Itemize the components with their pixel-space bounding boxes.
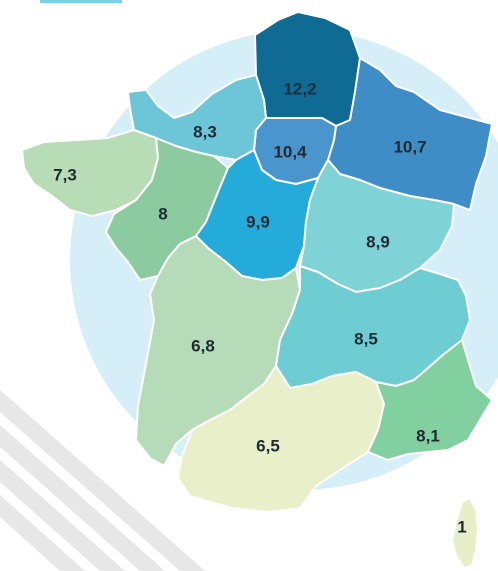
label-ile-de-france: 10,4 [273,142,307,161]
label-nouvelle-aquitaine: 6,8 [191,336,215,355]
label-centre-val-de-loire: 9,9 [246,212,270,231]
label-grand-est: 10,7 [393,137,426,156]
label-auvergne-rhone-alpes: 8,5 [354,329,378,348]
label-corse: 1 [457,517,466,536]
label-bourgogne-franche-comte: 8,9 [366,232,390,251]
region-corse [451,497,479,569]
label-bretagne: 7,3 [53,165,77,184]
label-hauts-de-france: 12,2 [283,79,316,98]
label-provence-alpes-cote-d-azur: 8,1 [416,426,440,445]
label-normandie: 8,3 [193,122,217,141]
region-provence-alpes-cote-d-azur [367,339,493,461]
region-hauts-de-france [254,11,361,127]
label-occitanie: 6,5 [256,436,280,455]
label-pays-de-la-loire: 8 [158,204,167,223]
top-accent-bar [40,0,122,3]
stripe-decoration [0,390,205,571]
